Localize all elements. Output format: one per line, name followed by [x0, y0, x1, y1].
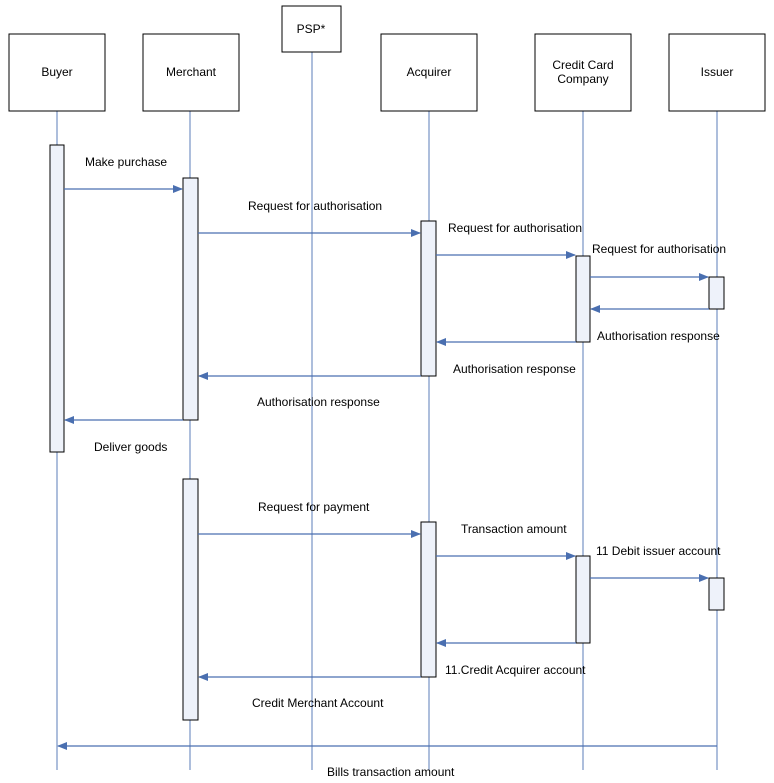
actor-label: PSP*	[297, 22, 326, 36]
actor-merchant: Merchant	[142, 33, 240, 112]
authorisation-response-label: Authorisation response	[453, 362, 576, 376]
actor-label: Buyer	[41, 65, 72, 79]
actor-issuer: Issuer	[668, 33, 766, 112]
actor-credit-card-company: Credit Card Company	[534, 33, 632, 112]
actor-label: Credit Card	[552, 58, 613, 72]
buyer-activation	[49, 144, 65, 453]
issuer-activation	[708, 577, 725, 611]
issuer-activation	[708, 276, 725, 310]
make-purchase-label: Make purchase	[85, 155, 167, 169]
deliver-goods-label: Deliver goods	[94, 440, 167, 454]
actor-label: Company	[557, 72, 608, 86]
credit-acquirer-account-label: 11.Credit Acquirer account	[445, 663, 586, 677]
actor-psp: PSP*	[281, 5, 342, 53]
debit-issuer-account-label: 11 Debit issuer account	[596, 544, 721, 558]
authorisation-response-label: Authorisation response	[597, 329, 720, 343]
actor-label: Merchant	[166, 65, 217, 79]
acquirer-activation	[420, 220, 437, 377]
authorisation-response-label: Authorisation response	[257, 395, 380, 409]
merchant-activation	[182, 478, 199, 721]
actor-label: Issuer	[701, 65, 734, 79]
request-payment-label: Request for payment	[258, 500, 370, 514]
credit-merchant-account-label: Credit Merchant Account	[252, 696, 384, 710]
actor-label: Acquirer	[407, 65, 452, 79]
actor-acquirer: Acquirer	[380, 33, 478, 112]
credit-card-company-activation	[575, 555, 591, 644]
request-authorisation-label: Request for authorisation	[248, 199, 382, 213]
acquirer-activation	[420, 521, 437, 678]
actor-buyer: Buyer	[8, 33, 106, 112]
credit-card-company-activation	[575, 255, 591, 343]
request-authorisation-label: Request for authorisation	[592, 242, 726, 256]
bills-transaction-amount-label: Bills transaction amount	[327, 765, 455, 779]
merchant-activation	[182, 177, 199, 421]
request-authorisation-label: Request for authorisation	[448, 221, 582, 235]
transaction-amount-label: Transaction amount	[461, 522, 567, 536]
